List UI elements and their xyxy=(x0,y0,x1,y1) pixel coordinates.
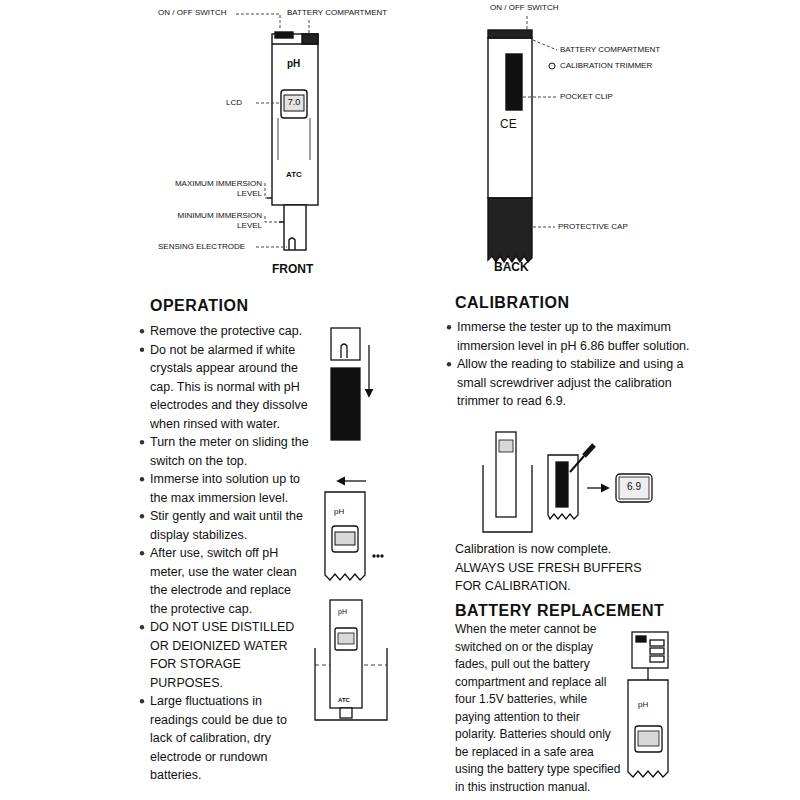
device-marking: pH xyxy=(287,58,300,70)
part-label: CALIBRATION TRIMMER xyxy=(560,61,652,71)
bullet-dot xyxy=(140,551,144,555)
part-label: BATTERY COMPARTMENT xyxy=(560,45,660,55)
device-marking: pH xyxy=(638,700,648,710)
bullet-dot xyxy=(140,477,144,481)
calibration-illustration xyxy=(483,432,652,532)
beaker-illustration xyxy=(315,600,387,720)
part-label: LCD xyxy=(226,98,242,108)
device-marking: ATC xyxy=(286,170,302,180)
view-title: FRONT xyxy=(272,262,313,276)
display-reading: 7.0 xyxy=(284,97,304,108)
front-meter xyxy=(267,32,318,250)
device-marking: ATC xyxy=(338,697,350,704)
bullet-dot xyxy=(140,348,144,352)
view-title: BACK xyxy=(494,260,529,274)
bullet-dot xyxy=(140,514,144,518)
cap-illustration xyxy=(331,328,369,440)
instruction-text: Large fluctuations in readings could be … xyxy=(150,692,310,785)
battery-illustration xyxy=(628,632,668,777)
device-marking: pH xyxy=(338,608,347,616)
part-label: MAXIMUM IMMERSION LEVEL xyxy=(170,179,262,199)
instruction-text: Do not be alarmed if white crystals appe… xyxy=(150,341,310,434)
section-heading: OPERATION xyxy=(150,296,248,315)
section-heading: CALIBRATION xyxy=(455,293,570,312)
bullet-dot xyxy=(140,625,144,629)
instruction-text: After use, switch off pH meter, use the … xyxy=(150,544,310,618)
part-label: ON / OFF SWITCH xyxy=(158,8,226,18)
part-label: ON / OFF SWITCH xyxy=(490,3,558,13)
part-label: SENSING ELECTRODE xyxy=(158,242,245,252)
instruction-text: Remove the protective cap. xyxy=(150,322,310,341)
device-marking: CE xyxy=(500,117,517,131)
instruction-text: Immerse the tester up to the maximum imm… xyxy=(457,318,692,355)
instruction-text: Allow the reading to stabilize and using… xyxy=(457,355,692,411)
display-reading: 6.9 xyxy=(619,481,649,493)
part-label: PROTECTIVE CAP xyxy=(558,222,628,232)
section-heading: BATTERY REPLACEMENT xyxy=(455,601,664,620)
bullet-dot xyxy=(140,699,144,703)
instruction-text: Stir gently and wait until the display s… xyxy=(150,507,310,544)
leader-line xyxy=(523,16,557,227)
warning-text: ALWAYS USE FRESH BUFFERS FOR CALIBRATION… xyxy=(455,559,670,596)
instruction-text: When the meter cannot be switched on or … xyxy=(455,621,621,796)
bullet-dot xyxy=(447,325,451,329)
instruction-text: Immerse into solution up to the max imme… xyxy=(150,470,310,507)
instruction-text: DO NOT USE DISTILLED OR DEIONIZED WATER … xyxy=(150,618,310,692)
note-text: Calibration is now complete. xyxy=(455,540,695,559)
bullet-dot xyxy=(140,329,144,333)
bullet-dot xyxy=(447,362,451,366)
bullet-dot xyxy=(140,440,144,444)
meter-illustration xyxy=(325,481,383,580)
device-marking: pH xyxy=(334,507,344,517)
back-meter xyxy=(488,30,555,262)
part-label: BATTERY COMPARTMENT xyxy=(287,8,387,18)
part-label: POCKET CLIP xyxy=(560,92,613,102)
part-label: MINIMUM IMMERSION LEVEL xyxy=(170,211,262,231)
instruction-text: Turn the meter on sliding the switch on … xyxy=(150,433,310,470)
